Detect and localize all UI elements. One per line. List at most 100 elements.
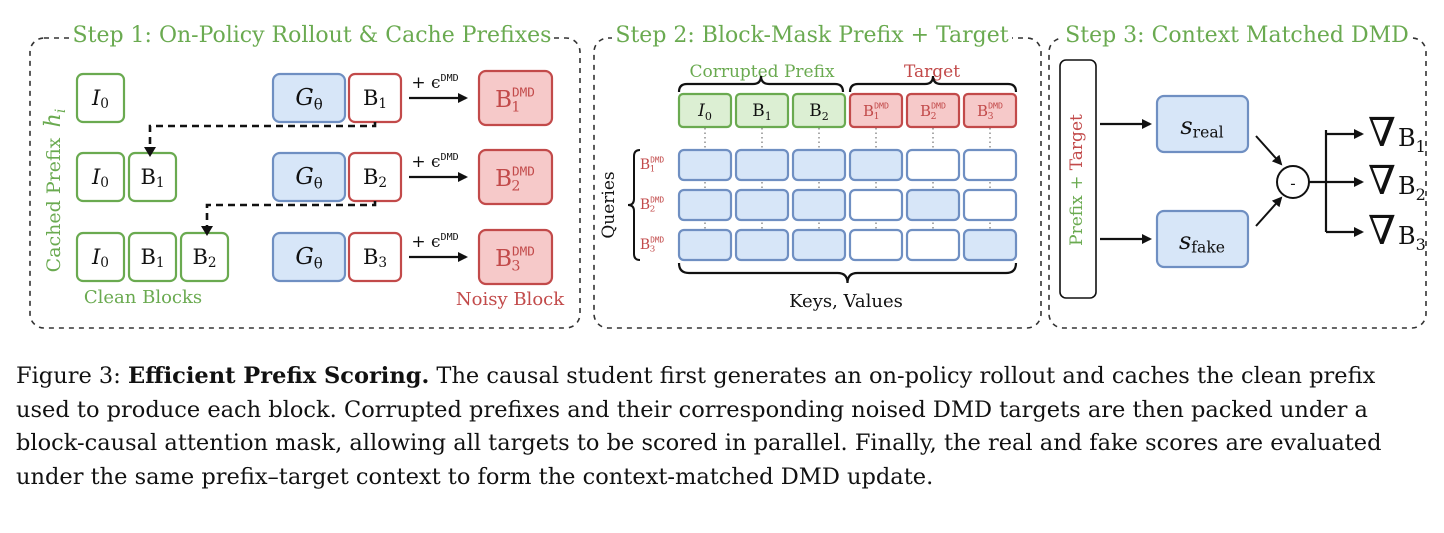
token-sub: θ xyxy=(314,95,323,113)
noisy-block xyxy=(477,228,554,286)
token-sub: 1 xyxy=(874,110,880,121)
context-input-label: Prefix + Target xyxy=(1067,114,1087,246)
token-sub: 2 xyxy=(931,110,937,121)
token-sub: 1 xyxy=(378,96,387,112)
clean-block xyxy=(75,231,126,283)
token-sup: DMD xyxy=(512,163,535,178)
mask-cell-on xyxy=(734,188,790,222)
prefix-token xyxy=(734,92,790,129)
real-to-diff xyxy=(1255,135,1283,166)
target-brace xyxy=(848,75,1018,93)
caption-text: The causal student first generates an on… xyxy=(16,363,1382,490)
token-sup: DMD xyxy=(988,100,1003,110)
token-base: s xyxy=(1179,227,1191,255)
noisy-block xyxy=(477,69,554,127)
token-base: B xyxy=(495,246,512,272)
token-sub: θ xyxy=(314,174,323,192)
mask-cell-off xyxy=(848,188,904,222)
token-base: B xyxy=(640,197,650,213)
gradient-symbol: ∇ xyxy=(1368,110,1396,156)
token-sub: 2 xyxy=(511,178,520,194)
fake-score-box xyxy=(1155,209,1250,269)
mask-cell-on xyxy=(734,148,790,182)
token-base: s xyxy=(1180,112,1192,140)
fake-score-label: sfake xyxy=(1179,227,1225,257)
queries-brace xyxy=(627,149,641,261)
queries-label: Queries xyxy=(599,171,619,238)
clean-block xyxy=(75,72,126,124)
token-sub: 1 xyxy=(156,175,165,191)
token-sub: fake xyxy=(1191,239,1225,257)
token-base: B xyxy=(640,157,650,173)
prefix-token-label: B1 xyxy=(752,101,772,122)
prefix-token xyxy=(791,92,847,129)
gradient-output: ∇B1 xyxy=(1368,110,1426,156)
noise-label: + ϵDMD xyxy=(411,73,458,93)
panel-frames xyxy=(29,26,1427,329)
gradient-block: B xyxy=(1398,172,1416,200)
current-block xyxy=(347,231,403,283)
token-base: B xyxy=(640,237,650,253)
prefix-cache-links xyxy=(144,122,377,236)
token-sub: 0 xyxy=(100,96,109,112)
cache-link-2 xyxy=(205,201,377,228)
token-base: B xyxy=(977,102,988,120)
clean-blocks-label: Clean Blocks xyxy=(84,287,202,308)
noisy-block xyxy=(477,148,554,206)
noise-sup: DMD xyxy=(441,73,459,84)
keys-values-brace xyxy=(677,262,1018,284)
token-sub: 3 xyxy=(650,244,656,254)
mask-cell-on xyxy=(791,148,847,182)
token-sub: 1 xyxy=(156,255,165,271)
title-backing-3 xyxy=(1062,26,1412,54)
current-block-label: B1 xyxy=(363,86,387,112)
generator-label: Gθ xyxy=(295,85,322,113)
gradient-output: ∇B2 xyxy=(1368,158,1426,204)
method-diagram: Step 1: On-Policy Rollout & Cache Prefix… xyxy=(29,23,1427,329)
target-token xyxy=(848,92,904,129)
gradient-block: B xyxy=(1398,222,1416,250)
token-base: B xyxy=(495,87,512,113)
gradient-sub: 3 xyxy=(1416,235,1426,254)
token-sub: 3 xyxy=(988,110,994,121)
token-sub: 0 xyxy=(100,255,109,271)
clean-block-label: I0 xyxy=(91,245,109,271)
prefix-token-label: B2 xyxy=(809,101,829,122)
generator-label: Gθ xyxy=(295,164,322,192)
gradient-symbol: ∇ xyxy=(1368,158,1396,204)
caption-label: Figure 3: xyxy=(16,363,128,389)
noise-label: + ϵDMD xyxy=(411,232,458,252)
figure-caption: Figure 3: Efficient Prefix Scoring. The … xyxy=(16,360,1428,494)
token-sub: 1 xyxy=(765,109,772,122)
token-sub: 2 xyxy=(822,109,829,122)
token-sub: θ xyxy=(314,254,323,272)
token-base: B xyxy=(920,102,931,120)
token-sub: 2 xyxy=(208,255,217,271)
token-base: B xyxy=(192,245,207,269)
keys-values-label: Keys, Values xyxy=(789,291,903,312)
clean-block-label: B1 xyxy=(140,245,164,271)
gradient-block: B xyxy=(1398,124,1416,152)
corrupted-prefix-brace xyxy=(677,75,845,93)
clean-block-label: B2 xyxy=(192,245,216,271)
token-sup: DMD xyxy=(650,195,664,204)
step1-panel: Cached Prefix hi Clean Blocks Noisy Bloc… xyxy=(41,69,565,310)
gradient-sub: 2 xyxy=(1416,185,1426,204)
token-base: G xyxy=(295,164,313,190)
target-token xyxy=(962,92,1018,129)
token-base: B xyxy=(495,166,512,192)
mask-cell-on xyxy=(791,188,847,222)
step1-title: Step 1: On-Policy Rollout & Cache Prefix… xyxy=(73,23,552,48)
cache-link-head-2 xyxy=(201,226,213,236)
token-sub: 0 xyxy=(705,109,712,122)
real-score-label: sreal xyxy=(1180,112,1223,142)
mask-cell-off xyxy=(962,148,1018,182)
mask-cell-off xyxy=(848,228,904,262)
